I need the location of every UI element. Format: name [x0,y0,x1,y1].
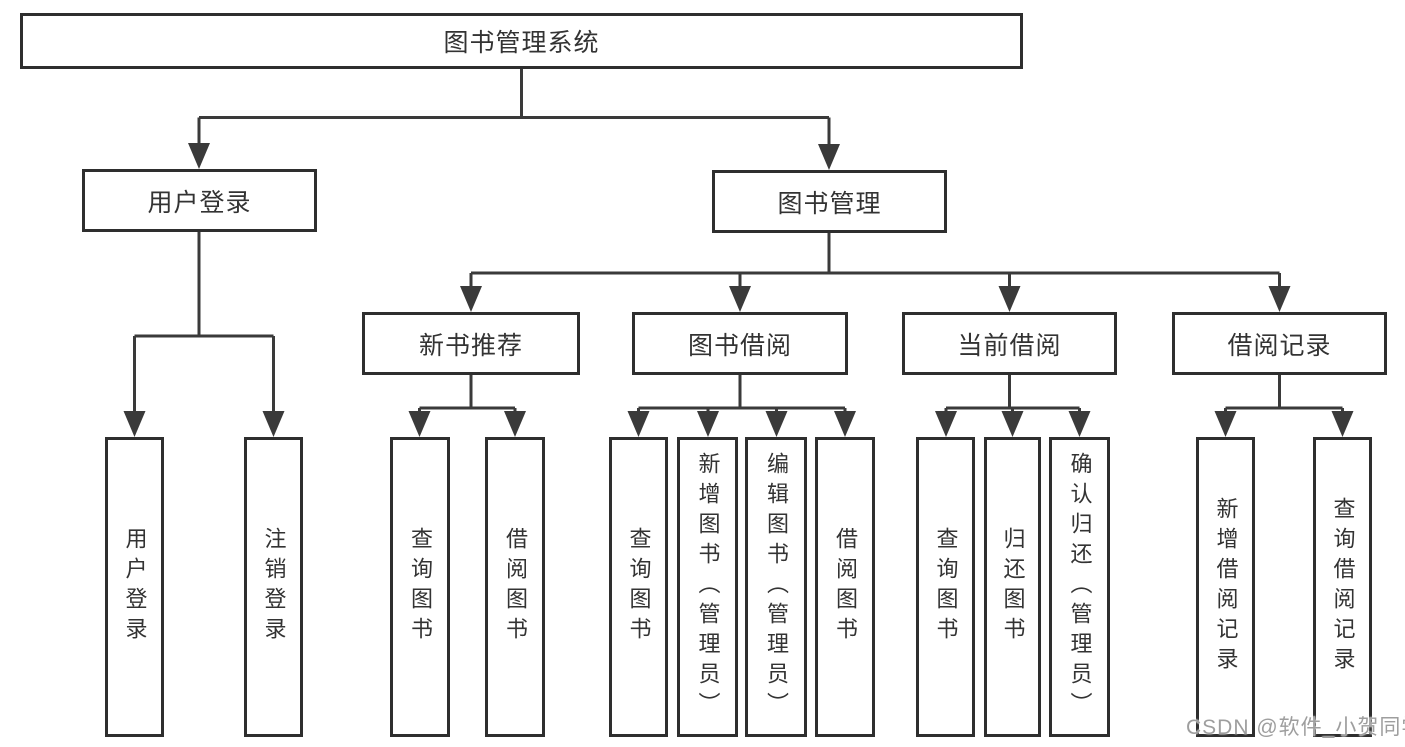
arrow-down-icon [1068,411,1091,437]
connector-root-to-level2 [197,69,831,149]
leaf-user-login: 用户登录 [105,437,164,737]
leaf-query-books-borrow-label: 查询图书 [626,527,652,647]
node-borrow-records-label: 借阅记录 [1227,331,1332,360]
node-user-login-label: 用户登录 [147,188,252,217]
arrow-down-icon [1214,411,1237,437]
arrow-down-icon [188,143,210,169]
leaf-add-book-admin: 新增图书（管理员） [677,437,738,737]
node-user-login: 用户登录 [82,169,317,232]
leaf-borrow-books: 借阅图书 [815,437,875,737]
node-book-borrow: 图书借阅 [632,312,848,375]
node-current-borrow-label: 当前借阅 [957,331,1062,360]
leaf-borrow-books-recommend-label: 借阅图书 [503,527,528,647]
leaf-edit-book-admin: 编辑图书（管理员） [745,437,807,737]
leaf-confirm-return-admin: 确认归还（管理员） [1049,437,1110,737]
leaf-query-borrow-record: 查询借阅记录 [1313,437,1372,737]
arrow-down-icon [697,411,719,437]
arrow-down-icon [1331,411,1354,437]
node-book-management: 图书管理 [712,170,947,233]
arrow-down-icon [729,286,751,312]
arrow-down-icon [460,286,482,312]
arrow-down-icon [818,144,840,170]
leaf-add-borrow-record: 新增借阅记录 [1196,437,1255,737]
leaf-query-books-current-label: 查询图书 [933,527,959,647]
connector-newbooks-children [418,375,517,418]
arrow-down-icon [998,286,1021,312]
connector-bookmgmt-to-level3 [469,233,1281,291]
leaf-add-borrow-record-label: 新增借阅记录 [1213,497,1239,677]
connector-bookborrow-children [637,375,847,418]
node-book-management-label: 图书管理 [777,189,882,218]
leaf-confirm-return-admin-label: 确认归还（管理员） [1067,452,1093,722]
node-book-borrow-label: 图书借阅 [687,331,792,360]
arrow-down-icon [627,411,650,437]
node-book-management-system: 图书管理系统 [20,13,1023,69]
connector-lines [133,69,1344,418]
watermark: CSDN @软件_小贺同学 [1186,716,1405,739]
node-new-book-recommend-label: 新书推荐 [418,331,523,360]
arrow-down-icon [765,411,788,437]
arrow-down-icon [262,411,285,437]
node-current-borrow: 当前借阅 [902,312,1117,375]
leaf-query-books-recommend-label: 查询图书 [408,527,433,647]
leaf-borrow-books-recommend: 借阅图书 [485,437,545,737]
arrow-down-icon [504,411,526,437]
leaf-add-book-admin-label: 新增图书（管理员） [695,452,721,722]
leaf-return-book-label: 归还图书 [1000,527,1026,647]
leaf-user-login-label: 用户登录 [122,527,148,647]
node-borrow-records: 借阅记录 [1172,312,1387,375]
leaf-borrow-books-label: 借阅图书 [833,527,858,647]
arrow-down-icon [123,411,146,437]
node-book-management-system-label: 图书管理系统 [443,29,600,57]
leaf-query-borrow-record-label: 查询借阅记录 [1330,497,1356,677]
arrow-down-icon [1268,286,1291,312]
arrowhead-icons [123,143,1354,437]
leaf-query-books-current: 查询图书 [916,437,975,737]
leaf-edit-book-admin-label: 编辑图书（管理员） [764,452,789,722]
arrow-down-icon [408,411,431,437]
leaf-query-books-recommend: 查询图书 [390,437,450,737]
connector-borrowrecords-children [1224,375,1344,418]
arrow-down-icon [1001,411,1024,437]
leaf-logout: 注销登录 [244,437,303,737]
leaf-return-book: 归还图书 [984,437,1041,737]
connector-userlogin-children [133,232,275,416]
arrow-down-icon [834,411,856,437]
arrow-down-icon [935,411,957,437]
leaf-query-books-borrow: 查询图书 [609,437,668,737]
leaf-logout-label: 注销登录 [261,527,287,647]
node-new-book-recommend: 新书推荐 [362,312,580,375]
